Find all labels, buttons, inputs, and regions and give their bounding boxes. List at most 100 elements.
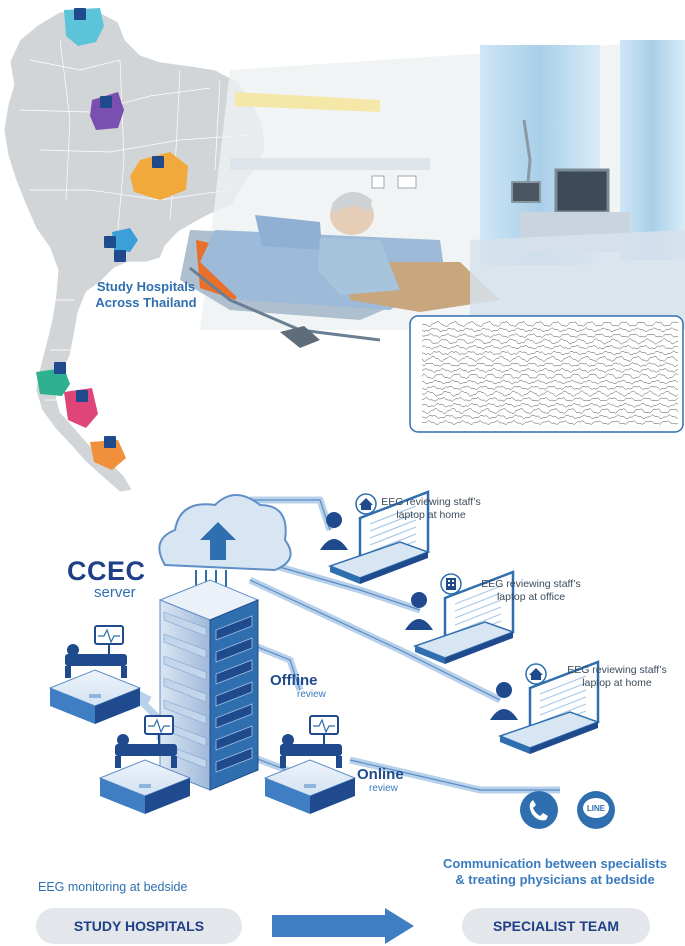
laptop bbox=[490, 660, 601, 754]
eeg-recording bbox=[409, 315, 684, 433]
hospital-icon bbox=[152, 156, 164, 168]
bedside-stations bbox=[48, 625, 357, 814]
online-sub: review bbox=[369, 783, 398, 794]
server-slot bbox=[163, 677, 207, 703]
eeg-traces bbox=[421, 320, 679, 426]
hospital-icon bbox=[104, 236, 116, 248]
eeg-channel bbox=[421, 350, 679, 356]
wheel bbox=[280, 326, 320, 348]
eeg-channel bbox=[421, 320, 679, 328]
hospital-icon bbox=[54, 362, 66, 374]
bed-rail bbox=[189, 266, 381, 342]
eeg-channel bbox=[421, 367, 679, 373]
staff-avatar bbox=[496, 682, 512, 698]
server-slot bbox=[215, 703, 253, 729]
overbed-table bbox=[470, 230, 685, 330]
hospital-icon bbox=[114, 250, 126, 262]
offline-label: Offline bbox=[270, 672, 318, 689]
region-bangkok bbox=[112, 228, 138, 252]
bedside-station bbox=[98, 715, 192, 814]
eeg-channel bbox=[421, 385, 679, 391]
server-slot bbox=[163, 655, 207, 681]
eeg-channel bbox=[421, 338, 679, 345]
server-slot bbox=[215, 681, 253, 707]
laptop bbox=[320, 490, 431, 584]
server-slot bbox=[163, 633, 207, 659]
server-label: server bbox=[94, 584, 136, 601]
server-name: CCEC bbox=[67, 556, 146, 586]
region-khon-kaen bbox=[130, 152, 188, 200]
eeg-channel bbox=[421, 344, 679, 350]
online-review: Online review bbox=[357, 766, 404, 794]
staff-avatar bbox=[411, 592, 427, 608]
hospital-icons bbox=[54, 8, 164, 448]
line-app-label: LINE bbox=[587, 804, 606, 813]
eeg-channel bbox=[421, 402, 679, 408]
ccec-server-tower bbox=[158, 579, 260, 791]
phone-icon[interactable] bbox=[520, 791, 558, 829]
flow-arrow bbox=[272, 908, 414, 944]
building-icon bbox=[440, 573, 462, 595]
monitor-screen bbox=[554, 168, 610, 214]
monitor-screen bbox=[511, 181, 541, 203]
hospital-icon bbox=[76, 390, 88, 402]
hospital-icon bbox=[100, 96, 112, 108]
server-slot bbox=[215, 615, 253, 641]
server-slot bbox=[215, 659, 253, 685]
eeg-channel bbox=[421, 390, 679, 397]
server-slot bbox=[163, 611, 207, 637]
server-slot bbox=[215, 725, 253, 751]
eeg-channel bbox=[421, 397, 679, 402]
bedside-station bbox=[48, 625, 142, 724]
region-phitsanulok bbox=[90, 92, 124, 130]
wall-outlet bbox=[397, 175, 417, 189]
bed-head-rail bbox=[230, 158, 430, 170]
offline-review: Offline review bbox=[270, 672, 326, 700]
monitor-arm bbox=[522, 119, 532, 183]
eeg-channel bbox=[421, 327, 679, 333]
cloud-icon bbox=[158, 494, 292, 615]
region-songkhla bbox=[90, 440, 126, 470]
eeg-channel bbox=[421, 420, 679, 426]
bedside-station bbox=[263, 715, 357, 814]
specialist-team-pill: SPECIALIST TEAM bbox=[462, 908, 650, 944]
thailand-map bbox=[3, 8, 266, 493]
region-nakhon bbox=[64, 388, 98, 428]
region-surat-thani bbox=[36, 368, 70, 396]
province-borders bbox=[19, 39, 251, 401]
laptop bbox=[405, 570, 516, 664]
home-icon bbox=[525, 663, 547, 685]
bedside-caption: EEG monitoring at bedside bbox=[38, 880, 188, 894]
server-slot bbox=[215, 747, 253, 773]
staff-avatar bbox=[326, 512, 342, 528]
communication-caption: Communication between specialists& treat… bbox=[443, 856, 667, 887]
icu-ward-illustration bbox=[180, 40, 685, 348]
eeg-channel bbox=[421, 414, 679, 420]
offline-sub: review bbox=[297, 689, 326, 700]
eeg-channel bbox=[421, 355, 679, 363]
hospital-icon bbox=[74, 8, 86, 20]
communication-icons: LINE bbox=[520, 791, 615, 829]
eeg-channel bbox=[421, 373, 679, 380]
wall-outlet bbox=[371, 175, 385, 189]
pillow bbox=[255, 215, 322, 250]
eeg-frame bbox=[409, 315, 684, 433]
hospital-icon bbox=[104, 436, 116, 448]
home-icon bbox=[355, 493, 377, 515]
online-label: Online bbox=[357, 766, 404, 783]
eeg-grid bbox=[459, 320, 661, 428]
ceiling-light bbox=[235, 92, 380, 112]
study-hospitals-pill: STUDY HOSPITALS bbox=[36, 908, 242, 944]
server-slot bbox=[163, 699, 207, 725]
server-slots bbox=[163, 611, 253, 773]
eeg-channel bbox=[421, 379, 679, 385]
patient-gown bbox=[318, 238, 400, 295]
eeg-channel bbox=[421, 407, 679, 415]
map-title: Study Hospitals Across Thailand bbox=[95, 279, 197, 310]
specialist-laptops bbox=[320, 490, 601, 754]
server-slot bbox=[215, 637, 253, 663]
curtain bbox=[620, 40, 685, 260]
